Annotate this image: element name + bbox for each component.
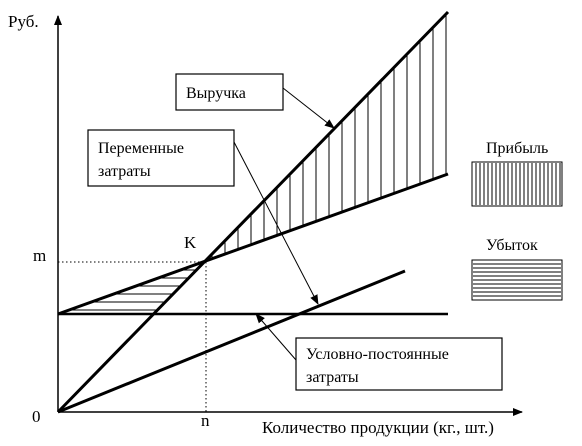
profit-area-hatching (211, 14, 447, 259)
legend-profit-swatch (471, 161, 563, 207)
variable-costs-callout-box (87, 129, 235, 187)
loss-area-hatching (69, 269, 197, 311)
fixed-costs-callout-box (295, 337, 503, 391)
x-axis-label: Количество продукции (кг., шт.) (262, 418, 494, 437)
revenue-callout-text: Выручка (186, 85, 246, 102)
revenue-callout-box (175, 73, 284, 111)
breakeven-point-label: K (184, 233, 197, 252)
origin-label: 0 (32, 407, 41, 426)
legend-profit-pattern (475, 163, 561, 205)
revenue-line (56, 10, 450, 414)
y-axis-label: Руб. (8, 12, 39, 31)
y-tick-m: m (33, 246, 46, 265)
variable-costs-callout-arrow (233, 141, 319, 305)
x-tick-n: n (201, 411, 210, 430)
legend-loss-pattern (473, 263, 561, 297)
legend-loss-label: Убыток (486, 237, 538, 254)
fixed-costs-callout-text-2: затраты (306, 369, 359, 386)
legend-profit-label: Прибыль (486, 140, 548, 157)
total-costs-line (57, 172, 449, 316)
variable-costs-callout-text-1: Переменные (98, 140, 184, 157)
fixed-costs-callout-text-1: Условно-постоянные (306, 346, 449, 363)
fixed-costs-callout-arrow (255, 313, 297, 361)
variable-costs-callout-text-2: затраты (98, 163, 151, 180)
revenue-callout-arrow (282, 87, 335, 129)
variable-costs-line (57, 269, 406, 414)
